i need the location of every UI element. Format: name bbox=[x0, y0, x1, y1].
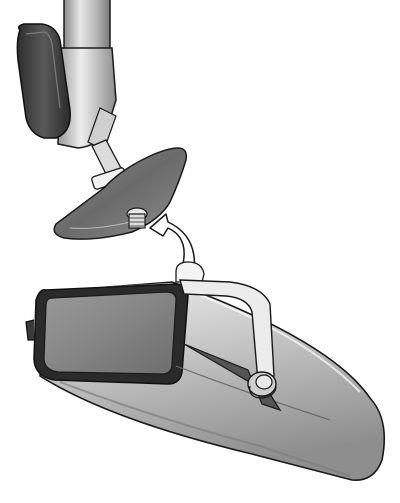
ceiling-pole bbox=[64, 0, 110, 50]
mount-screw bbox=[127, 208, 147, 228]
mount-knob bbox=[17, 24, 70, 138]
speaker-enclosure bbox=[26, 282, 384, 480]
